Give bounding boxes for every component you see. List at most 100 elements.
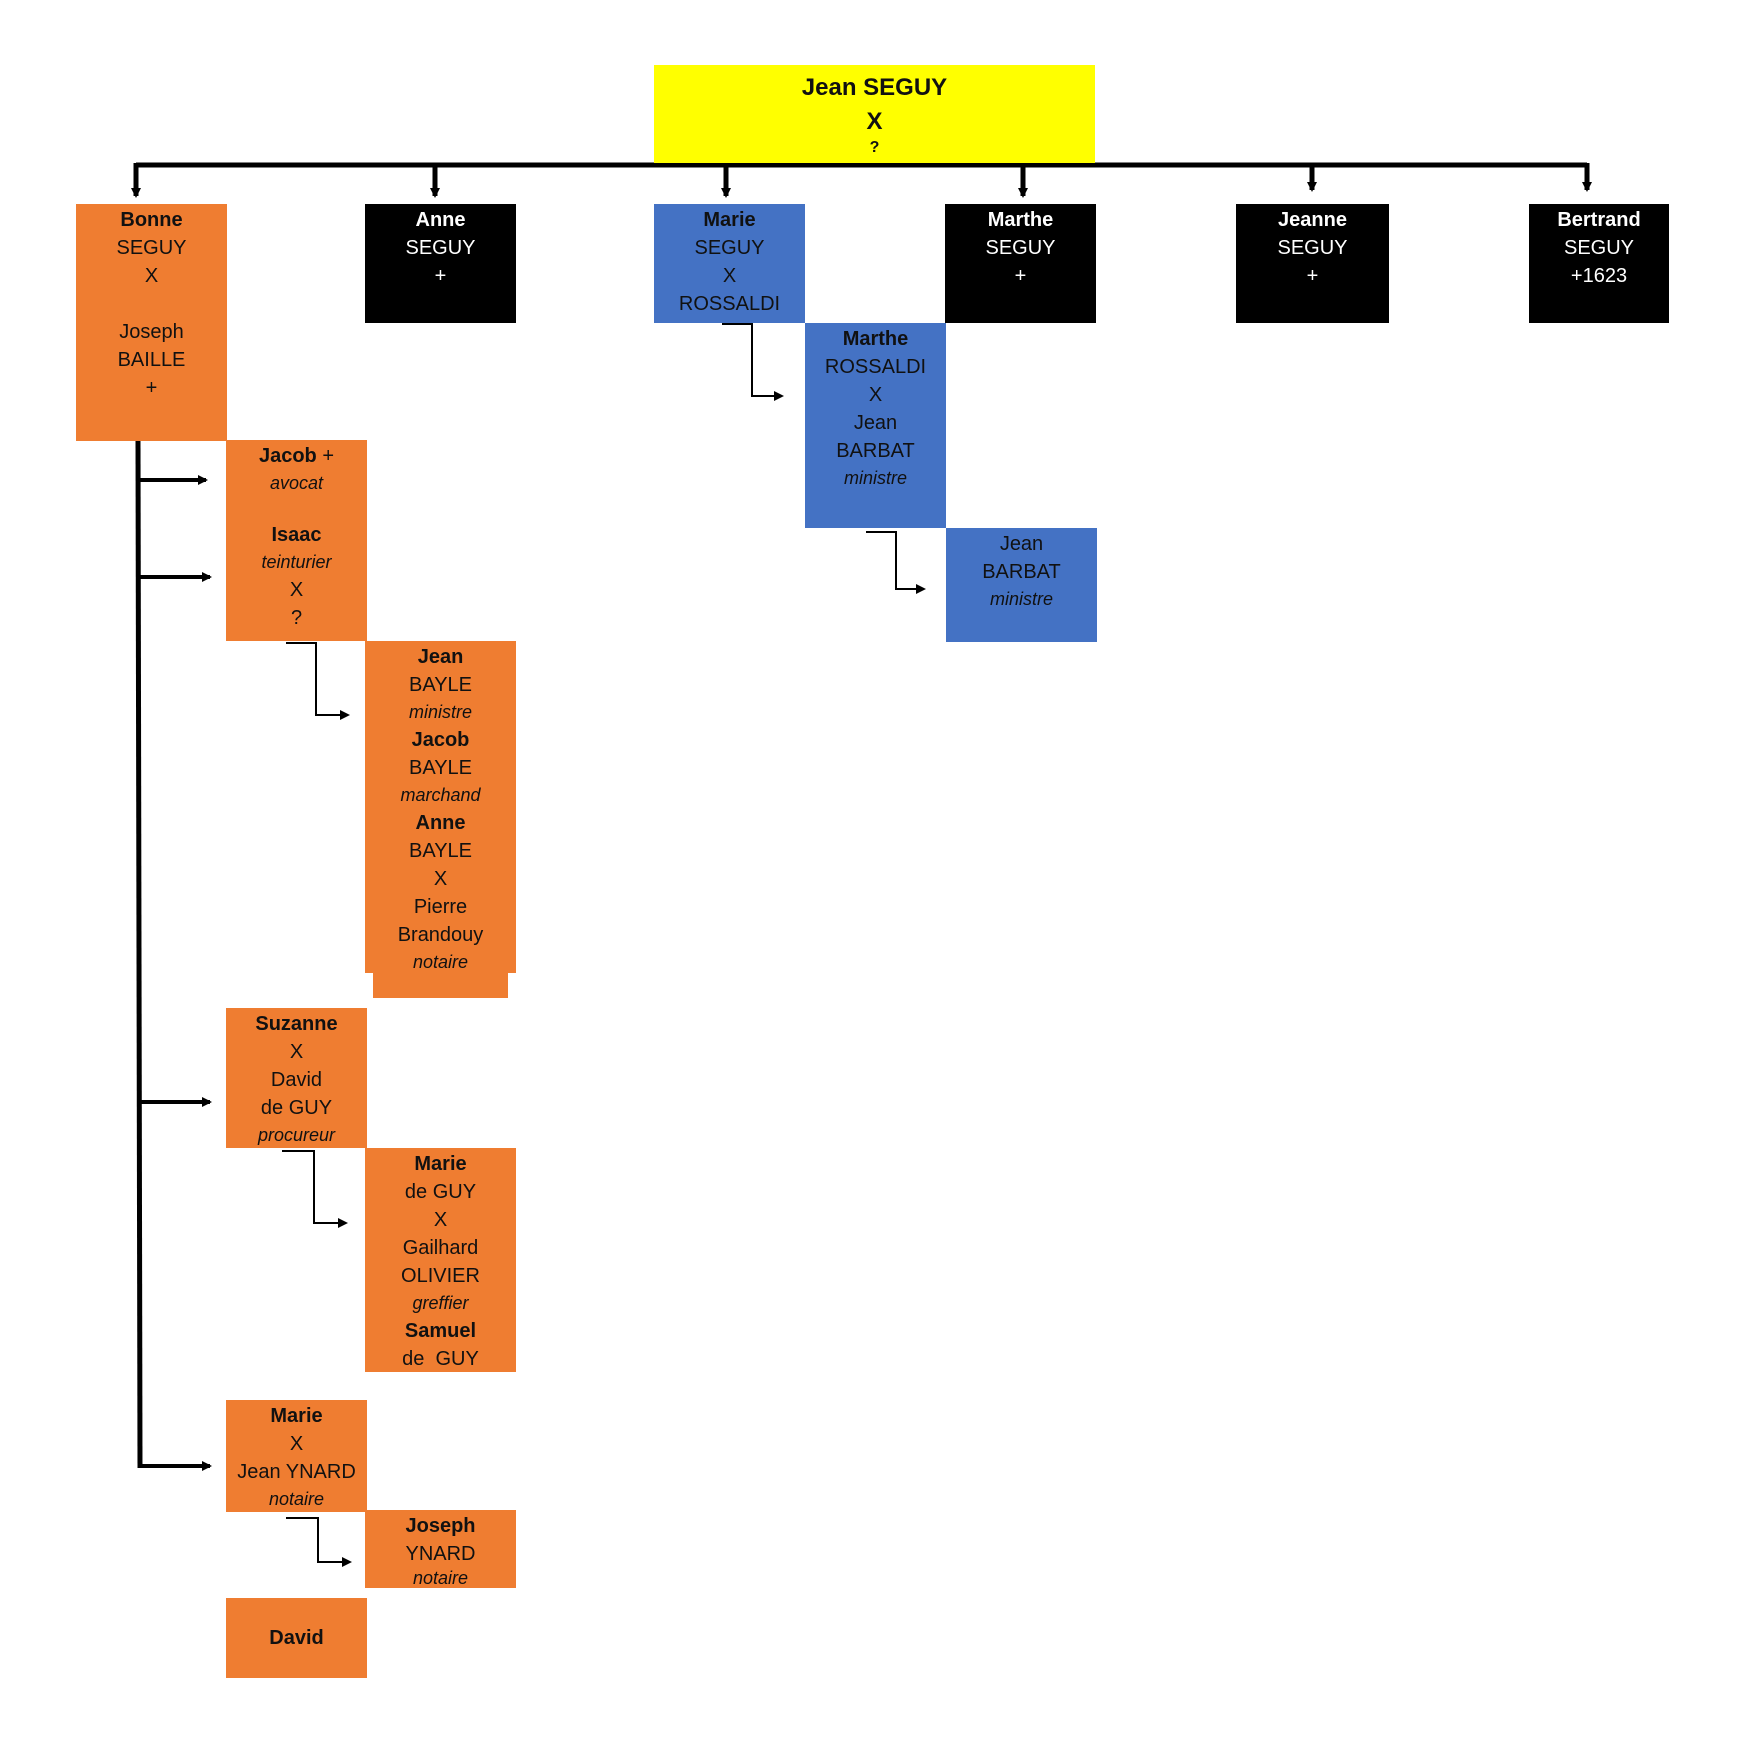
marthe-rossaldi-marriage: X — [868, 384, 883, 406]
marie-last: SEGUY — [694, 237, 765, 259]
joseph-ynard-job: notaire — [412, 1568, 469, 1588]
bayle-p3-last: BAYLE — [409, 840, 472, 862]
jacob-isaac-blank — [294, 497, 300, 521]
bayle-p1-job: ministre — [408, 702, 472, 722]
david-box: David — [226, 1598, 367, 1678]
marthe-rossaldi-spouse-job: ministre — [843, 468, 907, 488]
deguy-p1-spouse-last: OLIVIER — [401, 1265, 480, 1287]
jeanne-mark: + — [1306, 265, 1319, 287]
root-marriage: X — [866, 108, 883, 135]
david-first: David — [269, 1627, 324, 1649]
bertrand-mark: +1623 — [1570, 265, 1628, 287]
bayle-p3-marriage: X — [433, 868, 448, 890]
bonne-blank — [149, 290, 155, 318]
jeanne-last: SEGUY — [1277, 237, 1348, 259]
joseph-ynard-last: YNARD — [405, 1543, 476, 1565]
bayle-p2-first: Jacob — [411, 729, 470, 751]
child-jeanne-box: Jeanne SEGUY + — [1236, 204, 1389, 323]
deguy-p2-first: Samuel — [404, 1320, 477, 1342]
bonne-last: SEGUY — [116, 237, 187, 259]
marthe-rossaldi-box: Marthe ROSSALDI X Jean BARBAT ministre — [805, 323, 946, 528]
bonne-mark: + — [145, 377, 158, 399]
anne-last: SEGUY — [405, 237, 476, 259]
joseph-ynard-first: Joseph — [405, 1515, 476, 1537]
isaac-name: Isaac — [271, 524, 322, 546]
marie-ynard-first: Marie — [270, 1405, 323, 1427]
marie-ynard-spouse-job: notaire — [268, 1489, 325, 1509]
bonne-trunk — [135, 439, 143, 1469]
elbow-marie-to-ynard — [286, 1517, 352, 1567]
elbow-isaac-to-bayle — [286, 642, 350, 720]
jean-barbat-job: ministre — [989, 589, 1053, 609]
jacob-line: Jacob + — [259, 442, 334, 470]
jean-barbat-box: Jean BARBAT ministre — [946, 528, 1097, 642]
bonne-spouse-first: Joseph — [119, 321, 184, 343]
suzanne-spouse-last: de GUY — [260, 1097, 333, 1119]
isaac-job: teinturier — [261, 552, 332, 572]
isaac-spouse: ? — [290, 607, 303, 629]
suzanne-marriage: X — [289, 1041, 304, 1063]
jean-barbat-last: BARBAT — [982, 561, 1061, 583]
marthe-rossaldi-last: ROSSALDI — [824, 356, 927, 378]
marthe-rossaldi-first: Marthe — [842, 328, 909, 350]
marthe-last: SEGUY — [985, 237, 1056, 259]
bayle-p3-spouse-last: Brandouy — [397, 924, 484, 946]
root-person-box: Jean SEGUY X ? — [654, 65, 1095, 163]
child-anne-box: Anne SEGUY + — [365, 204, 516, 323]
suzanne-spouse-first: David — [270, 1069, 323, 1091]
marthe-mark: + — [1014, 265, 1027, 287]
deguy-p1-first: Marie — [414, 1153, 467, 1175]
jean-barbat-first: Jean — [999, 533, 1044, 555]
bayle-p1-first: Jean — [417, 646, 464, 668]
child-bertrand-box: Bertrand SEGUY +1623 — [1529, 204, 1669, 323]
anne-mark: + — [434, 265, 447, 287]
bayle-p2-job: marchand — [400, 785, 481, 805]
marie-spouse: ROSSALDI — [678, 293, 781, 315]
bayle-p3-spouse-job: notaire — [412, 952, 469, 972]
bayle-p3-first: Anne — [415, 812, 466, 834]
bonne-spouse-last: BAILLE — [117, 349, 186, 371]
suzanne-spouse-job: procureur — [257, 1125, 336, 1145]
marthe-rossaldi-spouse-last: BARBAT — [836, 440, 915, 462]
marie-marriage: X — [722, 265, 737, 287]
marie-ynard-box: Marie X Jean YNARD notaire — [226, 1400, 367, 1512]
deguy-p1-spouse-job: greffier — [412, 1293, 469, 1313]
marie-ynard-spouse: Jean YNARD — [237, 1461, 356, 1483]
bayle-box-tail — [373, 968, 508, 998]
suzanne-first: Suzanne — [255, 1013, 338, 1035]
jeanne-first: Jeanne — [1278, 209, 1347, 231]
jacob-isaac-box: Jacob + avocat Isaac teinturier X ? — [226, 440, 367, 641]
bertrand-last: SEGUY — [1563, 237, 1635, 259]
bonne-marriage: X — [144, 265, 159, 287]
marthe-rossaldi-spouse-first: Jean — [853, 412, 898, 434]
bayle-p3-spouse-first: Pierre — [413, 896, 468, 918]
elbow-marthe-to-jean — [866, 531, 926, 594]
bayle-p2-last: BAYLE — [409, 757, 472, 779]
marthe-first: Marthe — [987, 209, 1054, 231]
elbow-marie-to-marthe — [722, 323, 784, 401]
bayle-p1-last: BAYLE — [409, 674, 472, 696]
child-marthe-box: Marthe SEGUY + — [945, 204, 1096, 323]
deguy-p1-spouse-first: Gailhard — [402, 1237, 479, 1259]
root-name: Jean SEGUY — [801, 74, 948, 101]
elbow-suzanne-to-deguy — [282, 1150, 348, 1228]
deguy-p1-marriage: X — [433, 1209, 448, 1231]
deguy-p1-last: de GUY — [404, 1181, 477, 1203]
de-guy-children-box: Marie de GUY X Gailhard OLIVIER greffier… — [365, 1148, 516, 1372]
anne-first: Anne — [415, 209, 466, 231]
jacob-name: Jacob — [258, 445, 317, 467]
child-marie-box: Marie SEGUY X ROSSALDI — [654, 204, 805, 323]
marie-ynard-marriage: X — [289, 1433, 304, 1455]
suzanne-box: Suzanne X David de GUY procureur — [226, 1008, 367, 1148]
jacob-mark: + — [322, 445, 335, 467]
isaac-marriage: X — [289, 579, 304, 601]
jacob-job: avocat — [269, 473, 324, 493]
joseph-ynard-box: Joseph YNARD notaire — [365, 1510, 516, 1588]
child-bonne-box: Bonne SEGUY X Joseph BAILLE + — [76, 204, 227, 441]
deguy-p2-last: de GUY — [402, 1348, 479, 1370]
marie-first: Marie — [703, 209, 756, 231]
root-spouse: ? — [869, 139, 880, 156]
bonne-first: Bonne — [120, 209, 183, 231]
